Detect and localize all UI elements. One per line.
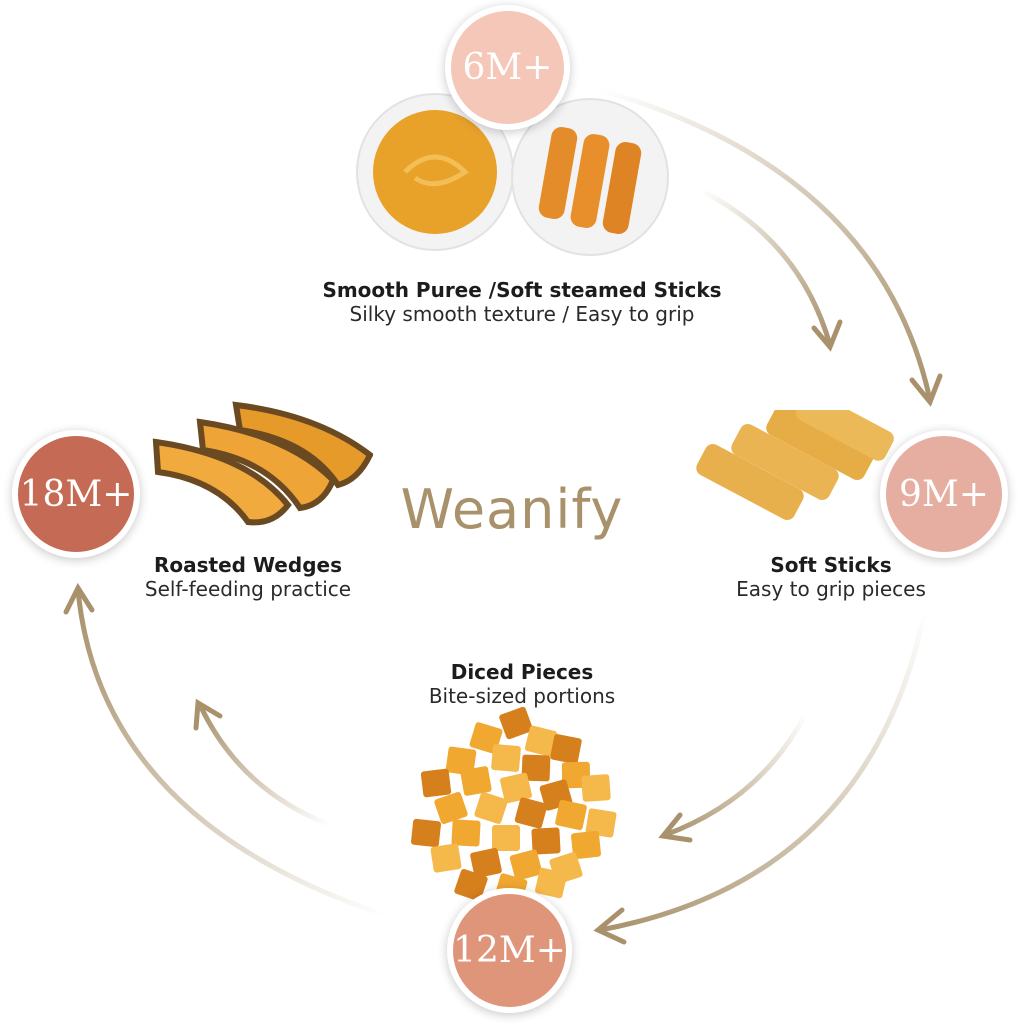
arrow-9-to-12-inner-head xyxy=(658,812,693,843)
weanify-logo: Weanify xyxy=(400,478,624,541)
diced-cube xyxy=(524,725,558,757)
diced-cube xyxy=(420,768,452,798)
diced-cube xyxy=(555,799,587,831)
diced-cube xyxy=(531,827,561,855)
stage-label-9m: Soft Sticks Easy to grip pieces xyxy=(706,553,956,601)
diced-cube xyxy=(454,868,488,900)
diced-cube xyxy=(499,706,533,740)
age-badge-18m: 18M+ xyxy=(12,430,140,558)
arrow-6-to-9-inner xyxy=(697,187,833,348)
arrow-6-to-9-inner-head xyxy=(811,319,843,352)
puree-and-sticks-image xyxy=(356,93,669,256)
stage-title-12m: Diced Pieces xyxy=(450,660,594,684)
age-badge-6m: 6M+ xyxy=(445,5,570,130)
stage-title-6m: Smooth Puree /Soft steamed Sticks xyxy=(322,278,722,302)
soft-sticks-image xyxy=(696,410,894,521)
diced-cube xyxy=(470,847,502,879)
diced-cube xyxy=(460,766,492,796)
diced-cube xyxy=(581,774,611,802)
diced-cube xyxy=(585,808,617,838)
stage-subtitle-18m: Self-feeding practice xyxy=(144,577,352,601)
diced-cube xyxy=(430,843,462,873)
arrow-6-to-9-outer-head xyxy=(909,373,943,407)
diced-cube xyxy=(500,772,532,804)
stage-title-18m: Roasted Wedges xyxy=(154,553,342,577)
diced-cube xyxy=(535,867,567,899)
diced-cube xyxy=(491,744,521,772)
arrow-12-to-18-inner-head xyxy=(193,698,223,731)
diced-cube xyxy=(521,754,551,782)
stage-title-9m: Soft Sticks xyxy=(770,553,892,577)
arrow-6-to-9-outer xyxy=(597,87,933,403)
stage-subtitle-12m: Bite-sized portions xyxy=(428,684,616,708)
diced-cube xyxy=(571,830,601,860)
arrow-12-to-18-outer-head xyxy=(63,582,95,615)
roasted-wedges-image xyxy=(152,401,373,526)
diced-cube xyxy=(445,746,477,776)
arrow-12-to-18-inner xyxy=(197,702,333,828)
age-badge-12m: 12M+ xyxy=(447,888,572,1013)
diced-cube xyxy=(492,825,520,851)
arrow-9-to-12-inner xyxy=(662,712,808,838)
stage-label-6m: Smooth Puree /Soft steamed Sticks Silky … xyxy=(282,278,762,326)
diced-cube xyxy=(509,849,543,881)
diced-cube xyxy=(514,797,548,829)
diced-pieces-image xyxy=(411,706,617,900)
diced-cube xyxy=(451,819,481,847)
stage-subtitle-9m: Easy to grip pieces xyxy=(736,577,926,601)
stage-label-18m: Roasted Wedges Self-feeding practice xyxy=(118,553,378,601)
diced-cube xyxy=(474,792,508,824)
arrow-9-to-12-outer-head xyxy=(593,907,627,945)
diced-cube xyxy=(550,734,582,764)
arrow-9-to-12-outer xyxy=(597,607,928,933)
age-badge-9m: 9M+ xyxy=(880,430,1008,558)
stage-label-12m: Diced Pieces Bite-sized portions xyxy=(400,660,644,708)
stage-subtitle-6m: Silky smooth texture / Easy to grip xyxy=(349,302,695,326)
arrow-12-to-18-outer xyxy=(75,587,388,918)
diced-cube xyxy=(411,818,441,848)
diced-cube xyxy=(434,791,468,825)
